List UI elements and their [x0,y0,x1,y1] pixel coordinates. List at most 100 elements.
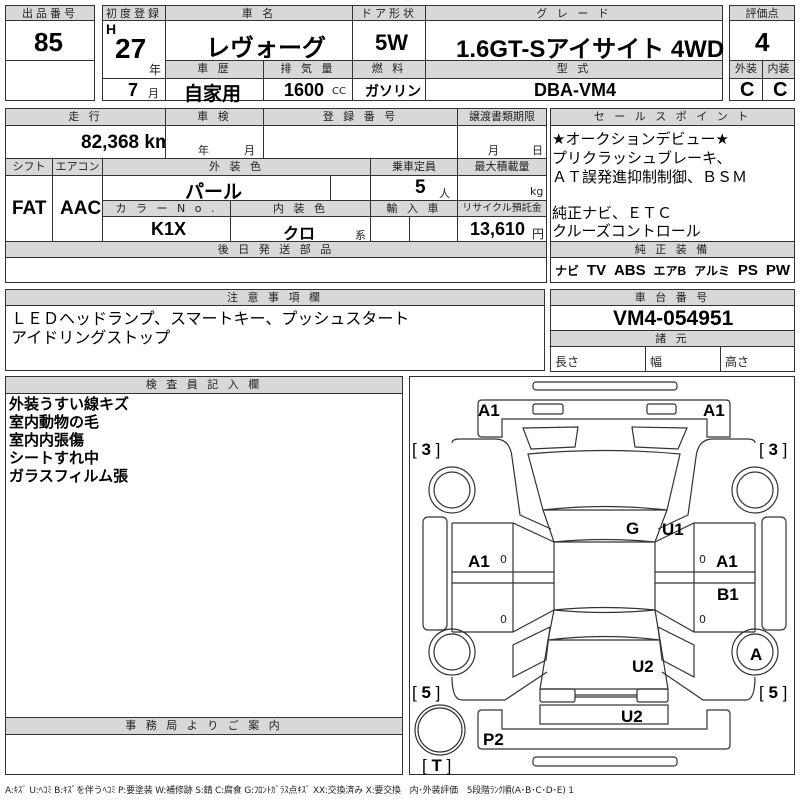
specs-label: 諸 元 [550,330,795,347]
front-fenders [451,438,756,530]
lot-cell: 85 [5,20,95,61]
left-sill [422,516,448,631]
era: H [106,21,117,37]
model-cell: DBA-VM4 [425,78,723,101]
rear-bumper-bar [532,756,678,767]
equipment-item: アルミ [694,263,730,278]
max-load-label: 最大積載量 [457,158,547,176]
mark-front-right: A1 [703,401,725,420]
kg-unit: kg [530,185,544,198]
inspector-line: 室内内張傷 [9,431,85,449]
grade: 1.6GT-Sアイサイト 4WD [456,36,725,63]
ac-cell: AAC [52,175,103,242]
car-diagram: A1 A1 G U1 A1 A1 B1 A U2 U2 P2 0 0 0 0 [… [409,376,795,775]
score: 4 [755,27,770,57]
fuel: ガソリン [365,83,421,99]
history: 自家用 [184,84,242,105]
mileage: 82,368 km [81,132,172,153]
tire-fl-value: 3 [421,440,431,459]
left-doors [451,522,555,633]
capacity: 5 [415,177,426,198]
notes-label: 注 意 事 項 欄 [5,289,545,306]
sales-points-label: セ ー ル ス ポ イ ン ト [550,108,795,126]
int-color: クロ [283,226,316,243]
ext-color-extra [330,175,371,201]
fuel-cell: ガソリン [352,78,426,101]
handle-mark: 0 [699,553,706,566]
inspector-line: 室内動物の毛 [9,413,100,431]
rear-bumper [477,709,731,750]
first-reg-year-cell: H 27 年 [102,20,166,79]
roof [553,538,656,611]
handle-mark: 0 [500,553,507,566]
import-label: 輸 入 車 [370,200,458,217]
import-cell-b [409,216,458,242]
inspector-line: シートすれ中 [9,449,100,467]
import-cell-a [370,216,410,242]
mark-left-doors: A1 [468,552,490,571]
tire-rr: [ 5 ] [759,683,788,702]
model-label: 型 式 [425,60,723,79]
sales-point-line: ＡＴ誤発進抑制制御、ＢＳＭ [552,168,748,186]
inspection-cell: 年月 [165,125,264,159]
score-cell: 4 [729,20,795,61]
mark-a-pillar: U1 [662,520,684,539]
tire-fr-value: 3 [768,440,778,459]
capacity-unit: 人 [439,187,450,200]
month-unit: 月 [148,87,159,100]
inspector-label: 検 査 員 記 入 欄 [5,376,403,394]
chassis-number: VM4-054951 [613,307,734,330]
mileage-label: 走 行 [5,108,166,126]
length-label: 長さ [555,355,580,369]
hood-windshield [522,426,688,543]
handle-mark: 0 [699,613,706,626]
mark-right-rear-door: B1 [717,585,739,604]
sales-point-line: 純正ナビ、ＥＴＣ [552,204,673,222]
mark-rear-panel: U2 [621,707,643,726]
door-cell: 5W [352,20,426,61]
ext-color-label: 外 装 色 [102,158,371,176]
equipment-item: PS [737,261,758,279]
right-doors [654,522,756,633]
reg-month: 7 [128,80,139,100]
ext-score: C [740,79,755,101]
model: DBA-VM4 [534,80,617,100]
mark-windshield: G [626,519,640,538]
history-label: 車 歴 [165,60,264,79]
tire-rl-value: 5 [421,683,431,702]
int-score-label: 内装 [762,60,795,79]
int-color-cell: クロ系 [230,216,371,243]
length-cell: 長さ [550,346,646,372]
note-line: ＬＥＤヘッドランプ、スマートキー、プッシュスタート [11,309,410,328]
reg-year: 27 [115,33,147,64]
handle-mark: 0 [500,613,507,626]
car-name-cell: レヴォーグ [165,20,353,62]
tire-fr: [ 3 ] [759,440,788,459]
later-parts-label: 後 日 発 送 部 品 [5,241,547,258]
fuel-label: 燃 料 [352,60,426,79]
later-parts-cell [5,257,547,283]
tire-rr-value: 5 [768,683,778,702]
rear-quarters [451,625,756,701]
rear-panel [539,704,669,725]
grade-label: グ レ ー ド [425,5,723,21]
first-reg-label: 初度登録 [102,5,166,21]
shift-label: シフト [5,158,53,176]
car-name: レヴォーグ [206,35,326,62]
equipment-item: TV [586,261,607,279]
yen-unit: 円 [532,227,545,241]
door-type: 5W [375,30,408,55]
equipment-label: 純 正 装 備 [550,241,795,258]
color-no-label: カ ラ ー N o . [102,200,231,217]
right-sill [761,516,787,631]
inspector-cell: 外装うすい線キズ 室内動物の毛 室内内張傷 シートすれ中 ガラスフィルム張 [5,393,403,718]
mark-front-left: A1 [478,401,500,420]
mark-right-front-door: A1 [716,552,738,571]
year-unit: 年 [149,63,162,77]
inspection-label: 車 検 [165,108,264,126]
sales-point-line: クルーズコントロール [552,222,701,240]
equipment-item: PW [765,261,790,279]
capacity-label: 乗車定員 [370,158,458,176]
transfer-cell: 月日 [457,125,547,159]
